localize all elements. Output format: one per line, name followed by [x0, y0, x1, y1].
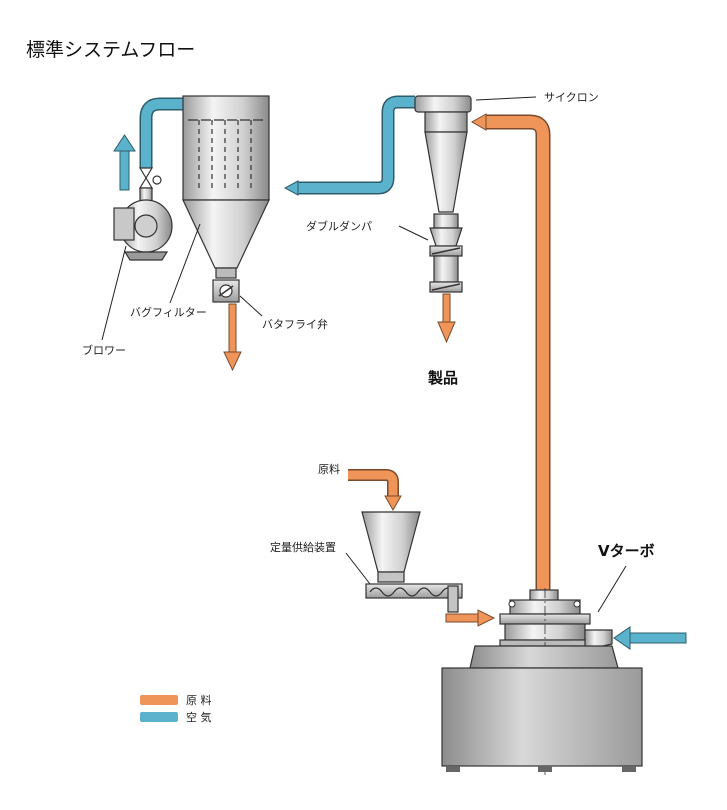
blower: [113, 167, 173, 261]
blower-exhaust-arrow: [113, 134, 136, 191]
legend-label-material: 原 料: [186, 693, 212, 707]
double-damper: [429, 213, 463, 293]
v-turbo: [499, 588, 613, 775]
air-pipe-cyclone-to-filter-fill: [298, 97, 415, 193]
material-pipe: [486, 114, 551, 600]
mill-base: [441, 645, 643, 772]
feeder-label: 定量供給装置: [270, 540, 336, 554]
bag-filter: [182, 95, 270, 279]
material-pipe-fill: [486, 116, 549, 600]
butterfly-valve: [212, 279, 240, 303]
v-turbo-label: Vターボ: [598, 542, 655, 560]
legend-label-air: 空 気: [186, 710, 212, 724]
air-arrow-filter-inlet: [283, 180, 299, 196]
feeder-leader: [345, 552, 371, 585]
blower-leader: [101, 245, 127, 341]
page-title: 標準システムフロー: [26, 39, 195, 61]
butterfly-valve-label: バタフライ弁: [262, 317, 328, 331]
filter-discharge-arrow: [223, 303, 242, 372]
raw-material-label: 原料: [318, 462, 340, 476]
air-pipe-filter-to-blower-fill: [141, 99, 183, 168]
double-damper-label: ダブルダンパ: [306, 219, 372, 233]
double-damper-leader: [398, 225, 429, 241]
blower-label: ブロワー: [82, 343, 126, 357]
bag-filter-leader: [169, 223, 201, 304]
product-discharge-arrow: [437, 293, 456, 344]
cyclone-label: サイクロン: [544, 91, 599, 104]
legend-swatch-air: [140, 712, 178, 722]
air-pipe-cyclone-to-filter: [298, 95, 415, 195]
legend: 原 料 空 気: [140, 693, 212, 724]
cyclone-leader: [475, 96, 537, 101]
legend-swatch-material: [140, 695, 178, 705]
material-arrow-cyclone-inlet: [470, 113, 487, 131]
cyclone: [414, 95, 472, 213]
bag-filter-label: バグフィルター: [130, 305, 207, 319]
feeder: [361, 511, 463, 613]
air-inlet-arrow: [613, 626, 687, 650]
feed-arrow: [445, 609, 496, 627]
v-turbo-leader: [597, 565, 627, 613]
product-label: 製品: [427, 369, 458, 387]
butterfly-valve-leader: [239, 295, 263, 317]
